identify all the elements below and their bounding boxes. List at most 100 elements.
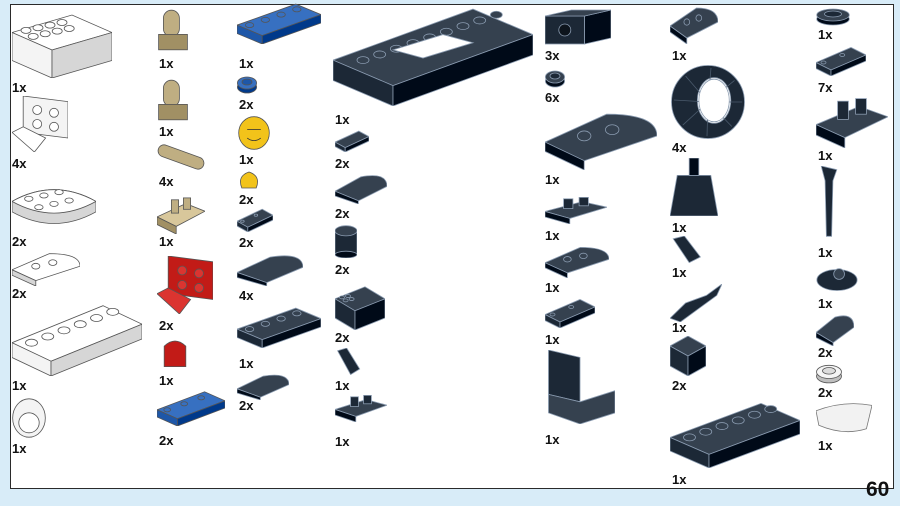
dark-curved-slope-small-icon [235,374,290,401]
white-helmet-icon [12,398,46,438]
tan-clip-plate-icon [156,197,206,235]
dark-technic-brick-piece [544,6,612,46]
dark-plate-2x6-icon [668,402,802,469]
dark-slope-small-quantity: 2x [818,345,833,360]
dark-curved-slope-icon [235,255,304,287]
dark-minifig-arm-piece [335,347,361,376]
dark-minifig-arm-2-quantity: 1x [672,265,687,280]
dark-round-clip-quantity: 1x [818,296,833,311]
blue-plate-1x4-quantity: 2x [159,433,174,448]
dark-round-clip-icon [816,268,858,291]
dark-minifig-arm-2-piece [670,235,702,264]
dark-plate-2x6-quantity: 1x [672,472,687,487]
tan-hinge-lower-quantity: 1x [159,124,174,139]
white-round-plate-quantity: 2x [12,234,27,249]
blue-plate-1x4-piece [155,390,227,427]
page-number: 60 [866,478,890,501]
white-corner-plate-icon [11,253,81,287]
dark-plate-1x2-b-piece [815,46,867,77]
dark-slope-small-piece [815,312,855,347]
dark-corner-panel-quantity: 2x [672,378,687,393]
dark-clip-plate-2-piece [543,196,609,225]
dark-minifig-torso-quantity: 1x [672,220,687,235]
dark-wedge-small-icon [669,7,719,45]
yellow-minifig-head-quantity: 1x [239,152,254,167]
dark-curved-slope-small-quantity: 2x [239,398,254,413]
dark-round-brick-icon [334,225,358,259]
dark-round-clip-piece [816,262,858,292]
dark-plate-1x2-quantity: 1x [545,332,560,347]
dark-minifig-torso-icon [669,157,719,217]
red-clip-piece [157,336,193,370]
dark-wrench-piece [816,165,842,240]
dark-tire-quantity: 4x [672,140,687,155]
dark-clip-plate-icon [333,394,389,423]
dark-chassis-plate-icon [331,8,535,107]
yellow-minifig-head-icon [238,116,270,150]
blue-round-stud-quantity: 2x [239,97,254,112]
dark-tile-1x1-piece [334,130,370,153]
pearl-round-stud-piece [816,362,842,384]
dark-seat-piece [545,349,616,425]
blue-round-stud-icon [236,76,258,94]
dark-wedge-small-quantity: 1x [672,48,687,63]
dark-clip-frame-piece [814,96,890,149]
clear-visor-piece [815,400,873,436]
white-helmet-quantity: 1x [12,441,27,456]
dark-plate-1x6-piece [235,306,323,349]
white-bracket-plate-icon [11,95,69,153]
white-tile-plate-piece [11,302,143,377]
yellow-minifig-hand-quantity: 2x [239,192,254,207]
tan-axle-pin-icon [157,144,205,170]
tan-hinge-lower-icon [158,79,188,121]
tan-clip-plate-piece [156,196,206,235]
dark-minifig-arm-quantity: 1x [335,378,350,393]
dark-wedge-plate-piece [544,108,658,171]
dark-plate-1x2-piece [544,298,596,329]
red-bracket-piece [156,255,214,315]
clear-visor-quantity: 1x [818,438,833,453]
dark-clip-frame-icon [814,98,890,149]
dark-plate-2x2-quantity: 2x [239,235,254,250]
white-bracket-plate-quantity: 4x [12,156,27,171]
dark-plate-1x6-icon [235,307,323,349]
dark-chassis-plate-quantity: 1x [335,112,350,127]
white-corner-plate-piece [11,250,81,287]
dark-tile-1x1-quantity: 2x [335,156,350,171]
red-bracket-quantity: 2x [159,318,174,333]
white-brick-2x4-icon [10,14,114,79]
white-round-plate-icon [11,189,97,224]
red-clip-icon [163,340,187,367]
blue-round-stud-piece [236,74,258,94]
white-tile-plate-icon [11,305,143,377]
white-tile-plate-quantity: 1x [12,378,27,393]
dark-seat-quantity: 1x [545,432,560,447]
dark-brick-1x2-icon [334,286,386,331]
dark-wing-plate-piece [544,244,610,279]
pearl-round-stud-quantity: 2x [818,385,833,400]
dark-wedge-small-piece [669,4,719,45]
dark-technic-brick-icon [544,9,612,45]
dark-wing-plate-quantity: 1x [545,280,560,295]
yellow-minifig-hand-icon [240,171,258,189]
dark-seat-icon [548,349,616,425]
white-corner-plate-quantity: 2x [12,286,27,301]
dark-minifig-legs-quantity: 1x [672,320,687,335]
yellow-minifig-head-piece [237,116,271,150]
dark-technic-brick-quantity: 3x [545,48,560,63]
dark-wheel-hub-quantity: 1x [818,27,833,42]
dark-curved-slope-small-piece [235,372,290,401]
dark-round-plate-1x1-piece [544,68,566,88]
dark-round-brick-piece [334,224,358,259]
dark-curved-slope-piece [235,252,304,287]
dark-brick-1x2-quantity: 2x [335,330,350,345]
dark-minifig-arm-2-icon [672,235,702,264]
clear-visor-icon [815,403,873,433]
tan-axle-pin-piece [157,142,205,172]
white-round-plate-piece [11,178,97,230]
tan-hinge-upper-icon [158,9,188,51]
dark-wrench-quantity: 1x [818,245,833,260]
dark-plate-2x2-icon [236,208,274,233]
dark-wheel-hub-icon [816,8,850,26]
